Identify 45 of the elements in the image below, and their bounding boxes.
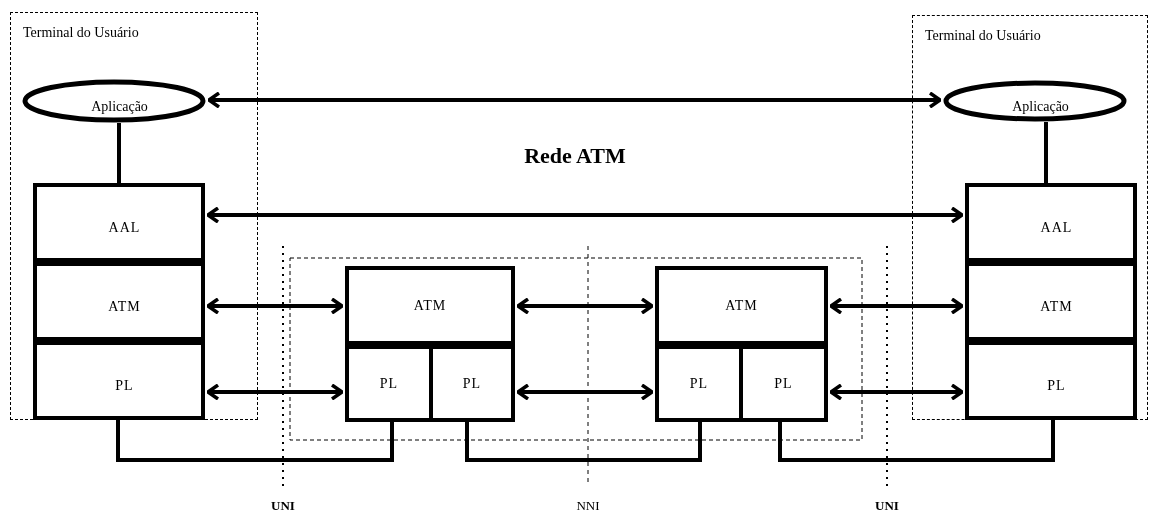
layer-box	[964, 340, 1137, 420]
application-ellipse	[942, 79, 1127, 122]
connector-line	[117, 123, 121, 183]
layer-box	[32, 340, 205, 420]
diagram-title: Rede ATM	[523, 143, 627, 169]
physical-link-line	[778, 420, 1055, 462]
layer-label: PL	[462, 375, 482, 392]
layer-label: ATM	[413, 297, 447, 314]
interface-label: UNI	[874, 498, 900, 514]
terminal-label: Terminal do Usuário	[925, 28, 1041, 44]
terminal-boundary	[10, 12, 258, 420]
double-arrow	[516, 297, 654, 315]
interface-label: UNI	[270, 498, 296, 514]
layer-box	[655, 266, 828, 345]
double-arrow	[207, 91, 942, 109]
layer-label: AAL	[1040, 220, 1073, 236]
layer-box	[964, 182, 1137, 262]
layer-label: ATM	[1040, 299, 1073, 315]
application-label: Aplicação	[91, 98, 148, 115]
double-arrow	[829, 383, 964, 401]
interface-label: NNI	[575, 498, 601, 514]
layer-label: PL	[379, 375, 399, 392]
layer-box	[32, 261, 205, 341]
layer-label: PL	[774, 375, 793, 392]
terminal-boundary	[912, 15, 1148, 420]
double-arrow	[206, 383, 344, 401]
physical-link-line	[465, 422, 702, 462]
double-arrow	[516, 383, 654, 401]
layer-label: AAL	[108, 220, 141, 236]
layer-label: ATM	[725, 297, 758, 314]
layer-label: ATM	[108, 299, 141, 315]
terminal-label: Terminal do Usuário	[23, 25, 139, 41]
double-arrow	[206, 297, 344, 315]
double-arrow	[829, 297, 964, 315]
application-ellipse	[21, 78, 206, 123]
double-arrow	[206, 206, 964, 224]
connector-line	[1044, 122, 1048, 183]
layer-label: PL	[115, 378, 134, 394]
application-label: Aplicação	[1012, 98, 1069, 115]
layer-box	[345, 266, 515, 345]
layer-box	[32, 182, 205, 262]
physical-link-line	[116, 420, 394, 462]
layer-box	[964, 261, 1137, 341]
layer-label: PL	[689, 375, 709, 392]
layer-label: PL	[1047, 378, 1066, 394]
